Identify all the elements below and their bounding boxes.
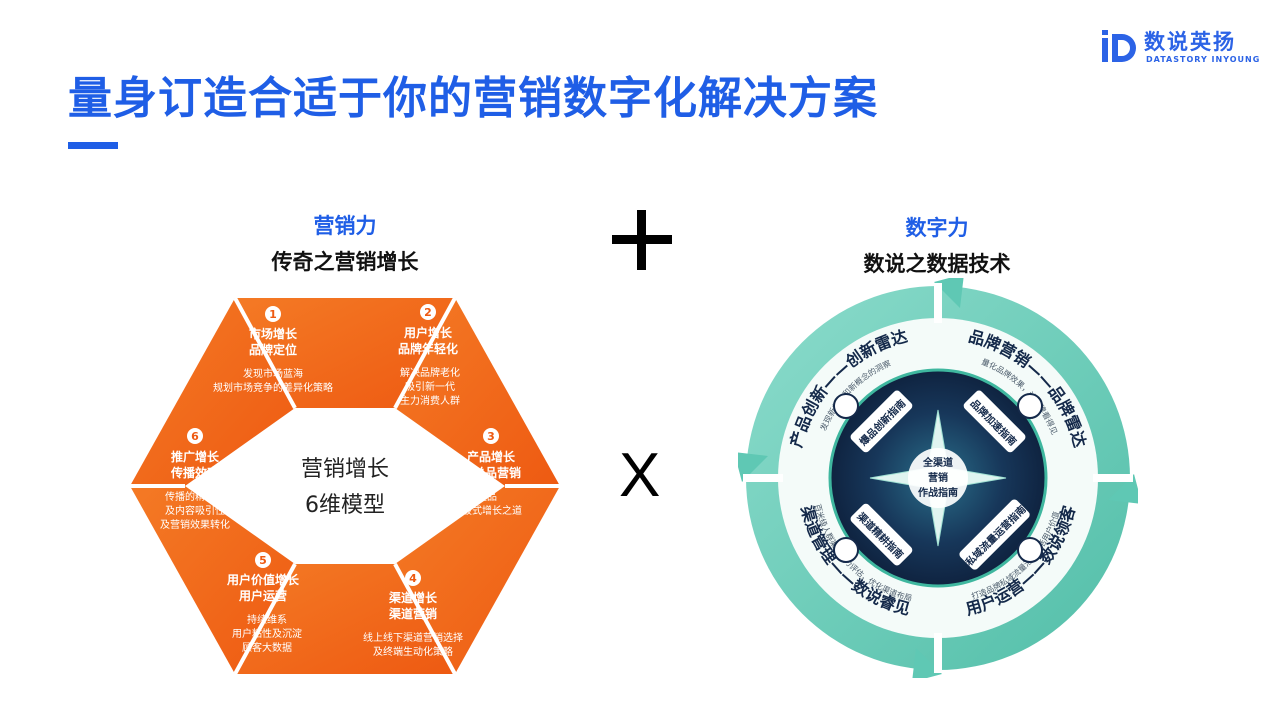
segment-1-desc1: 发现市场蓝海: [243, 367, 303, 380]
digital-label: 数字力: [905, 216, 969, 240]
segment-5-desc1: 持续维系: [247, 613, 287, 626]
segment-6-desc2: 及内容吸引性: [165, 504, 225, 517]
segment-2-desc3: 主力消费人群: [400, 394, 460, 407]
logo-name-en: DATASTORY INYOUNG: [1146, 55, 1261, 64]
segment-4: 4 渠道增长 渠道营销 线上线下渠道营销选择 及终端生动化策略: [363, 570, 463, 658]
segment-2-title1: 用户增长: [403, 325, 453, 340]
segment-2-desc1: 解决品牌老化: [400, 366, 460, 379]
segment-2-desc2: 吸引新一代: [405, 380, 455, 393]
gear-icon: [833, 537, 859, 563]
center-line-1: 营销增长: [301, 457, 389, 482]
segment-1-shape: [235, 298, 455, 408]
segment-3-number: 3: [487, 430, 495, 443]
segment-5: 5 用户价值增长 用户运营 持续维系 用户粘性及沉淀 顾客大数据: [226, 552, 302, 654]
segment-5-number: 5: [259, 554, 267, 567]
segment-4-shape: [235, 564, 455, 674]
logo-name-cn: 数说英扬: [1144, 30, 1236, 54]
segment-5-shape: [130, 486, 295, 674]
segment-3-desc1: 精准选品: [457, 490, 497, 503]
segment-4-title2: 渠道营销: [389, 606, 437, 621]
segment-4-number: 4: [409, 572, 417, 585]
segment-6-shape: [130, 298, 295, 486]
segment-4-desc1: 线上线下渠道营销选择: [363, 631, 463, 644]
segment-2-title2: 品牌年轻化: [398, 341, 458, 356]
segment-3-title1: 产品增长: [467, 449, 516, 464]
segment-2-number: 2: [424, 306, 432, 319]
digital-wheel-diagram: 产品创新——创新雷达 品牌营销——品牌雷达 用户运营——数说领客 渠道管理——数…: [738, 278, 1138, 678]
marketing-subtitle: 传奇之营销增长: [271, 250, 419, 274]
gear-icon: [1017, 537, 1043, 563]
segment-3-title2: 大单品营销: [461, 465, 521, 480]
page-title: 量身订造合适于你的营销数字化解决方案: [68, 73, 878, 124]
segment-5-desc3: 顾客大数据: [242, 641, 292, 654]
digital-subtitle: 数说之数据技术: [863, 252, 1011, 276]
segment-1: 1 市场增长 品牌定位 发现市场蓝海 规划市场竞争的差异化策略: [213, 306, 333, 394]
segment-6: 6 推广增长 传播效率 传播的精准性 及内容吸引性 及营销效果转化: [160, 428, 230, 531]
gear-icon: [833, 393, 859, 419]
gear-icon: [1017, 393, 1043, 419]
segment-1-title2: 品牌定位: [249, 342, 297, 357]
segment-6-desc3: 及营销效果转化: [160, 518, 230, 531]
title-underline: [68, 142, 118, 149]
segment-1-desc2: 规划市场竞争的差异化策略: [213, 381, 333, 394]
center-text-1: 全渠道: [922, 456, 953, 469]
center-text-2: 营销: [928, 471, 948, 484]
segment-6-title1: 推广增长: [171, 449, 220, 464]
company-logo: 数说英扬 DATASTORY INYOUNG: [1100, 24, 1270, 70]
segment-5-title2: 用户运营: [238, 588, 287, 603]
segment-6-number: 6: [191, 430, 199, 443]
logo-mark-icon: [1102, 30, 1136, 62]
segment-2: 2 用户增长 品牌年轻化 解决品牌老化 吸引新一代 主力消费人群: [398, 304, 460, 407]
center-hexagon: [240, 408, 450, 564]
center-text-3: 作战指南: [918, 486, 958, 499]
segment-4-title1: 渠道增长: [389, 590, 438, 605]
times-sign: X: [619, 441, 661, 510]
segment-5-desc2: 用户粘性及沉淀: [232, 627, 302, 640]
segment-1-title1: 市场增长: [249, 326, 298, 341]
plus-sign: [612, 210, 672, 270]
marketing-label: 营销力: [313, 214, 377, 238]
segment-3-shape: [395, 486, 560, 674]
segment-2-shape: [395, 298, 560, 486]
segment-4-desc2: 及终端生动化策略: [373, 645, 453, 658]
center-line-2: 6维模型: [305, 493, 385, 518]
segment-3: 3 产品增长 大单品营销 精准选品 产品突破式增长之道: [432, 428, 522, 517]
segment-6-desc1: 传播的精准性: [165, 490, 225, 503]
segment-3-desc2: 产品突破式增长之道: [432, 504, 522, 517]
segment-1-number: 1: [269, 308, 277, 321]
growth-model-diagram: 营销增长 6维模型 1 市场增长 品牌定位 发现市场蓝海 规划市场竞争的差异化策…: [130, 297, 560, 675]
segment-6-title2: 传播效率: [170, 465, 219, 480]
segment-5-title1: 用户价值增长: [226, 572, 300, 587]
